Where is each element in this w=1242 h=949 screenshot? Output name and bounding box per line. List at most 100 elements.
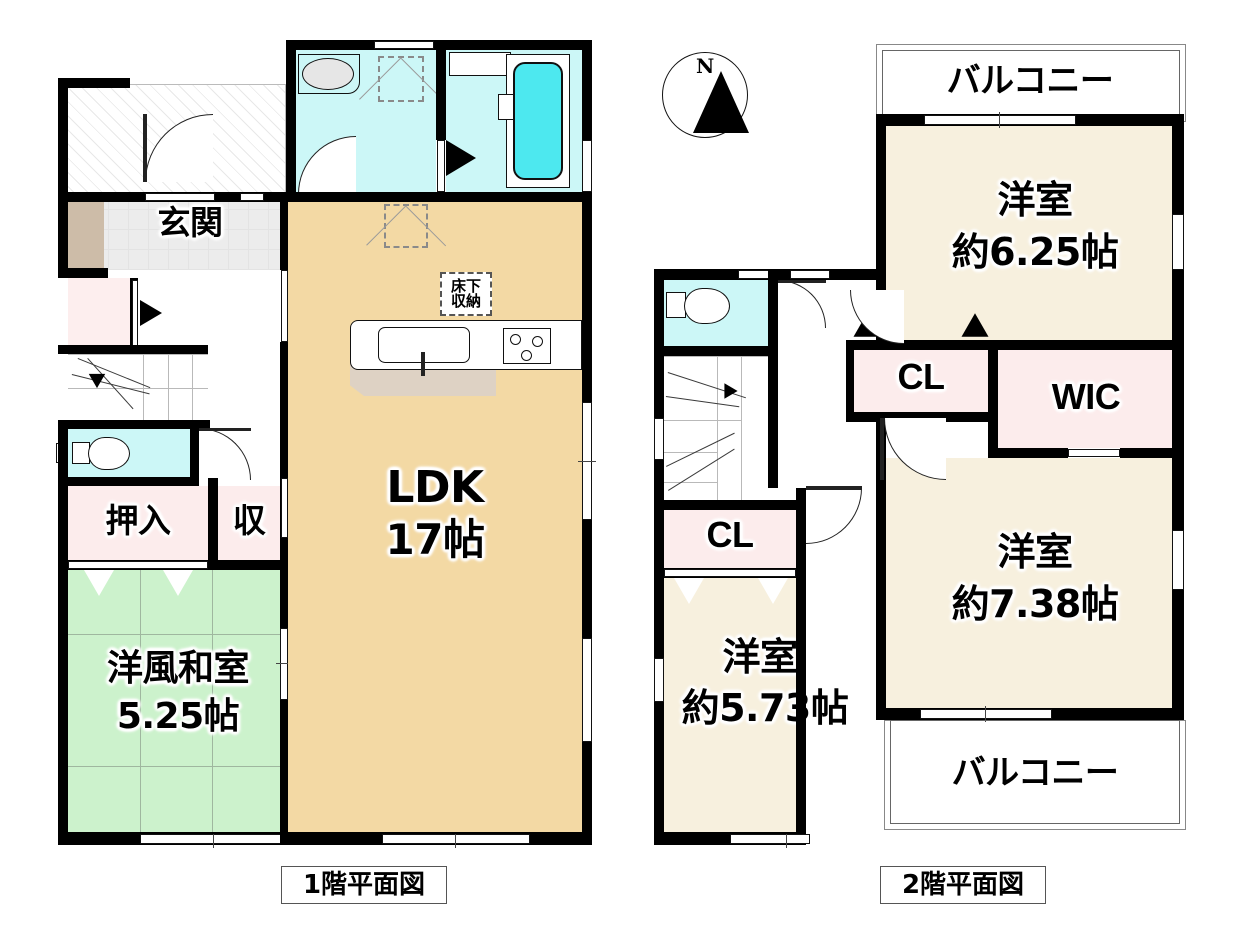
wall-wic-left [988, 340, 998, 458]
wall-wic-bottom-left [988, 448, 1068, 458]
wall-stair-top [58, 345, 208, 354]
wall-toilet2f-bottom [654, 346, 778, 356]
yoshitsu-625-floor [884, 124, 1174, 346]
yoshitsu-738-floor [886, 458, 1174, 708]
balcony-top-inner [882, 50, 1180, 122]
ldk-ceiling-hatch [365, 204, 447, 248]
stair2f-riser-c [717, 356, 718, 500]
wall-stair-bottom [58, 420, 210, 429]
washroom-laundry-space [358, 56, 444, 102]
toilet-bowl-1f [88, 437, 130, 470]
balcony-bottom-inner [890, 720, 1180, 824]
yoshitsu738-door-leaf [880, 418, 884, 480]
yoshitsu-738-window-south-mullion [985, 706, 986, 722]
wall-2f-outer-left-mid2 [654, 460, 664, 510]
wall-yoshitsu625-bottom [844, 340, 1184, 350]
wall-porch-top [58, 78, 130, 88]
ldk-window-south-mullion [455, 834, 456, 848]
stove-burner-2 [532, 336, 543, 347]
ldk-entry-door[interactable] [281, 478, 288, 538]
wall-stair2f-right [768, 356, 778, 488]
wall-outer-left-genkan [58, 192, 68, 278]
tatami-line-h1 [68, 634, 288, 635]
yoshitsu-738-window-east[interactable] [1172, 530, 1184, 590]
ldk-floor [288, 202, 582, 832]
cl-left-door-panel[interactable] [664, 569, 796, 577]
tatami-line-h2 [68, 766, 288, 767]
yoshitsu-625-window-north-mullion [999, 112, 1000, 128]
wic-floor [998, 350, 1174, 448]
under-stair-storage [68, 278, 132, 346]
wall-cl-left-right [796, 488, 806, 578]
wall-hall-2f-top-right [846, 269, 886, 280]
wall-washroom-bottom [286, 192, 446, 202]
stair-direction-arrow [88, 373, 106, 389]
north-compass [662, 52, 749, 138]
stair2f-direction-arrow [724, 383, 738, 399]
ldk-window-south[interactable] [382, 834, 530, 844]
stair-riser-2 [168, 354, 169, 422]
ldk-window-west[interactable] [281, 270, 288, 342]
wall-ldk-right-mid [582, 520, 592, 638]
stair2f-riser-f [664, 482, 718, 483]
stair2f-riser-d [664, 420, 742, 421]
wall-wic-bottom-right [1120, 448, 1184, 458]
yoshitsu-573-window-west[interactable] [654, 658, 664, 702]
wall-wic-right [1172, 340, 1184, 458]
bath-step [498, 94, 514, 120]
wall-washitsu-right [280, 570, 288, 628]
wall-stair2f-bottom [654, 500, 804, 510]
wall-oshiire-right [208, 478, 218, 570]
wall-bath-bottom [446, 192, 592, 202]
wall-toilet-bottom [58, 477, 199, 486]
wall-yoshitsu573-left-a [654, 578, 664, 658]
washitsu-window-mullion [213, 834, 214, 848]
stair-2f-window[interactable] [654, 418, 664, 460]
wall-2f-right-upper2 [1172, 270, 1184, 352]
toilet-door-leaf-1f [199, 428, 251, 431]
wall-yoshitsu625-left [876, 114, 886, 346]
bathtub-water [513, 62, 563, 180]
wall-2f-outer-left-mid [654, 356, 664, 418]
ldk-window-east-1-mullion [578, 461, 596, 462]
stair-step-1 [68, 354, 208, 355]
washitsu-floor [68, 570, 288, 832]
floor1-caption: 1階平面図 [281, 866, 447, 904]
bath-door[interactable] [437, 140, 445, 192]
wall-washitsu-left [58, 570, 68, 845]
tatami-line-v2 [212, 570, 213, 832]
wall-washitsu-right-lower [280, 700, 288, 845]
stair-riser-3 [192, 354, 193, 422]
genkan-step [68, 198, 104, 270]
yoshitsu-573-window-south[interactable] [730, 834, 810, 844]
yoshitsu-625-window-north[interactable] [924, 115, 1076, 125]
oshiire-door-panel[interactable] [68, 561, 208, 569]
yoshitsu-738-window-south[interactable] [920, 709, 1052, 719]
hall-2f-window[interactable] [790, 270, 830, 279]
yoshitsu-625-window-east[interactable] [1172, 214, 1184, 270]
wic-door[interactable] [1068, 449, 1120, 457]
wall-toilet2f-right [768, 269, 778, 349]
underfloor-storage-label: 床下 収納 [440, 272, 492, 316]
ldk-window-east-2[interactable] [582, 638, 592, 742]
wall-toilet2f-top [654, 269, 784, 280]
wall-2f-right-top [1172, 114, 1184, 214]
bath-window-east[interactable] [582, 140, 592, 192]
cl-top-door-tri-2 [961, 313, 989, 337]
cl-left-floor [664, 510, 796, 568]
wall-toilet-left [58, 429, 68, 483]
washitsu-window-east[interactable] [280, 628, 288, 700]
kitchen-faucet [421, 352, 425, 376]
wall-2f-right-lower-b [1172, 590, 1184, 718]
wall-ldk-left-mid [280, 342, 288, 478]
hall-door-leaf-right [806, 486, 862, 490]
entrance-door-panel[interactable] [145, 193, 215, 201]
washbasin [302, 58, 354, 90]
wall-oshiire-left [58, 486, 68, 570]
compass-north-label: N [696, 54, 715, 78]
storage-door-arrow [140, 300, 162, 326]
cl-left-tri-2 [758, 578, 788, 604]
wall-cl-left-left [654, 510, 664, 578]
washroom-window-top[interactable] [374, 41, 434, 49]
